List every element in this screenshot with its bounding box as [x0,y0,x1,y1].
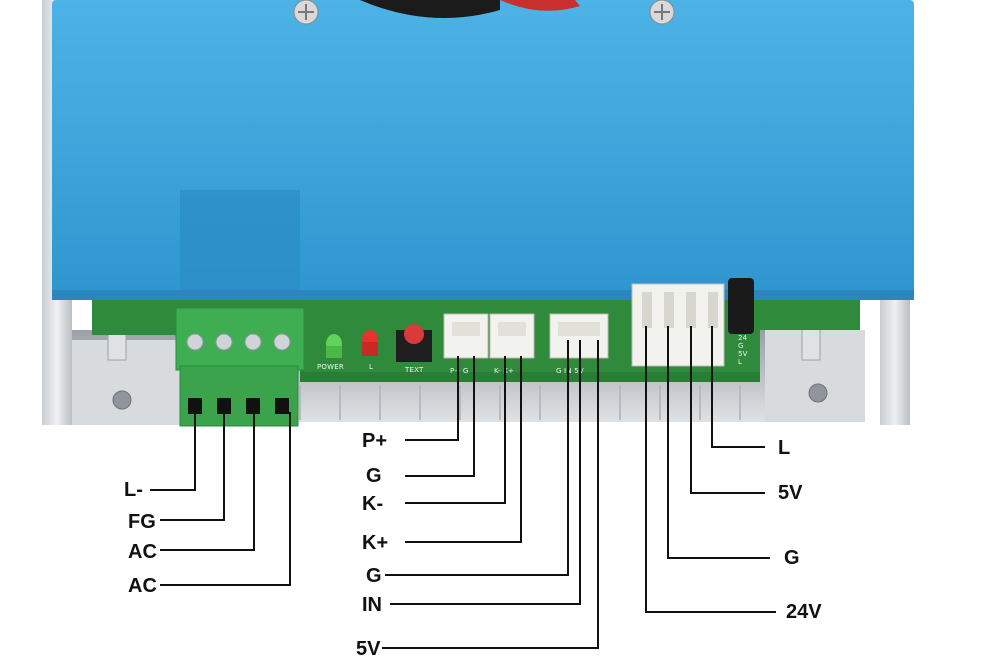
chassis-left-foot [72,340,182,425]
screw-left [293,0,319,25]
mount-hole-left [112,390,132,410]
silk-conn-gin5v: G IN 5V [556,367,584,375]
label-g1: G [366,465,382,487]
fan-opening [360,0,500,18]
silk-conn-k: K- K+ [494,367,515,375]
silk-side-l: L [738,358,743,366]
leader-5v-a [382,340,599,649]
label-24v: 24V [786,601,822,623]
label-k-plus: K+ [362,532,389,554]
leader-g1 [405,356,475,477]
silk-side-5v: 5V [738,350,748,358]
leader-g2 [385,340,569,576]
leader-ac1 [160,412,255,551]
leader-24v [645,326,776,613]
leader-p-plus [405,356,459,441]
capacitor [728,278,754,334]
label-ac1: AC [128,541,157,563]
leader-fg [160,412,225,521]
label-l-minus: L- [124,479,143,501]
leader-5v-b [690,326,765,494]
blue-cover-edge [52,290,914,300]
label-fg: FG [128,511,156,533]
label-ac2: AC [128,575,157,597]
label-g3: G [784,547,800,569]
label-5v-a: 5V [356,638,381,660]
leader-k-minus [405,356,506,504]
silk-conn-pg: P+ G [450,367,469,375]
leader-g3 [667,326,770,559]
label-l: L [778,437,791,459]
label-g2: G [366,565,382,587]
leader-l-minus [150,412,196,491]
mount-hole-right [808,383,828,403]
silk-test: TEXT [405,366,424,374]
led-l [362,330,378,356]
silk-power: POWER [317,363,344,371]
leader-in [390,340,581,605]
connector-main-4pin [631,283,725,367]
leader-k-plus [405,356,522,543]
fan-wires [500,0,580,11]
leader-ac2 [160,412,291,586]
blue-cover-shadow [180,190,300,300]
label-k-minus: K- [362,493,384,515]
pcb-lower-strip [300,372,760,382]
silk-side-g: G [738,342,744,350]
led-power [326,334,342,358]
label-in: IN [362,594,382,616]
silk-l: L [369,363,374,371]
terminal-block [175,307,305,427]
test-button [396,324,432,362]
leader-l [711,326,765,448]
label-5v-b: 5V [778,482,803,504]
screw-right [649,0,675,25]
label-p-plus: P+ [362,430,388,452]
silk-side-24: 24 [738,334,748,342]
